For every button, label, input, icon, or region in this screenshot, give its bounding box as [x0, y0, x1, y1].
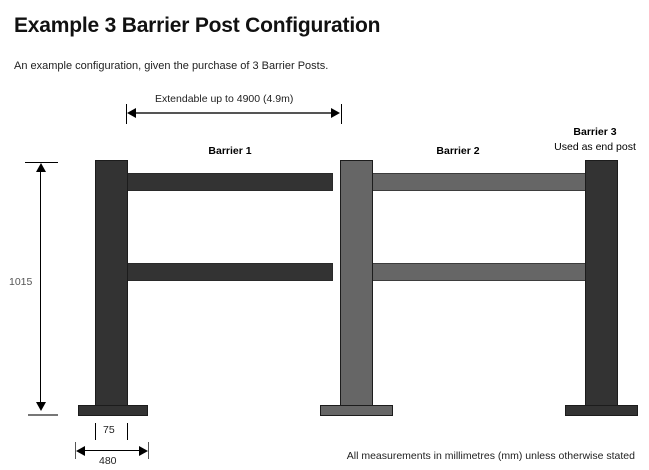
base-width-dimension-label: 480	[99, 455, 117, 467]
barrier-1-label: Barrier 1	[208, 145, 252, 157]
span-dimension-arrow-right-icon	[331, 108, 340, 118]
span-dimension-tick-right	[341, 104, 342, 124]
height-dimension-tick-top	[25, 162, 58, 163]
barrier-post-1	[95, 160, 128, 408]
barrier-post-1-base-plate	[78, 405, 148, 416]
barrier-2-bottom-rail	[372, 263, 587, 281]
base-width-dimension-line	[79, 450, 145, 451]
base-width-tick-left	[75, 442, 76, 459]
barrier-2-top-rail	[372, 173, 587, 191]
base-width-arrow-left-icon	[76, 446, 85, 456]
span-dimension-arrow-left-icon	[127, 108, 136, 118]
height-dimension-arrow-up-icon	[36, 163, 46, 172]
height-dimension-tick-bottom	[28, 414, 58, 416]
span-dimension-tick-left	[126, 104, 127, 124]
base-width-tick-right	[148, 442, 149, 459]
post-width-dimension-label: 75	[103, 424, 115, 436]
post-width-tick-left	[95, 423, 96, 440]
barrier-1-bottom-rail	[125, 263, 333, 281]
page-subtitle: An example configuration, given the purc…	[14, 60, 329, 72]
barrier-2-label: Barrier 2	[436, 145, 480, 157]
barrier-1-top-rail	[125, 173, 333, 191]
span-dimension-label: Extendable up to 4900 (4.9m)	[155, 93, 294, 105]
barrier-post-3	[585, 160, 618, 408]
height-dimension-line	[40, 166, 41, 406]
height-dimension-label: 1015	[9, 276, 33, 288]
base-width-arrow-right-icon	[139, 446, 148, 456]
height-dimension-arrow-down-icon	[36, 402, 46, 411]
footer-note: All measurements in millimetres (mm) unl…	[346, 450, 635, 462]
page-title: Example 3 Barrier Post Configuration	[14, 14, 381, 37]
barrier-post-2	[340, 160, 373, 408]
span-dimension-line	[130, 112, 337, 114]
barrier-post-2-base-plate	[320, 405, 393, 416]
post-width-tick-right	[127, 423, 128, 440]
barrier-3-sublabel: Used as end post	[554, 141, 636, 153]
barrier-3-label: Barrier 3	[573, 126, 617, 138]
barrier-post-3-base-plate	[565, 405, 638, 416]
